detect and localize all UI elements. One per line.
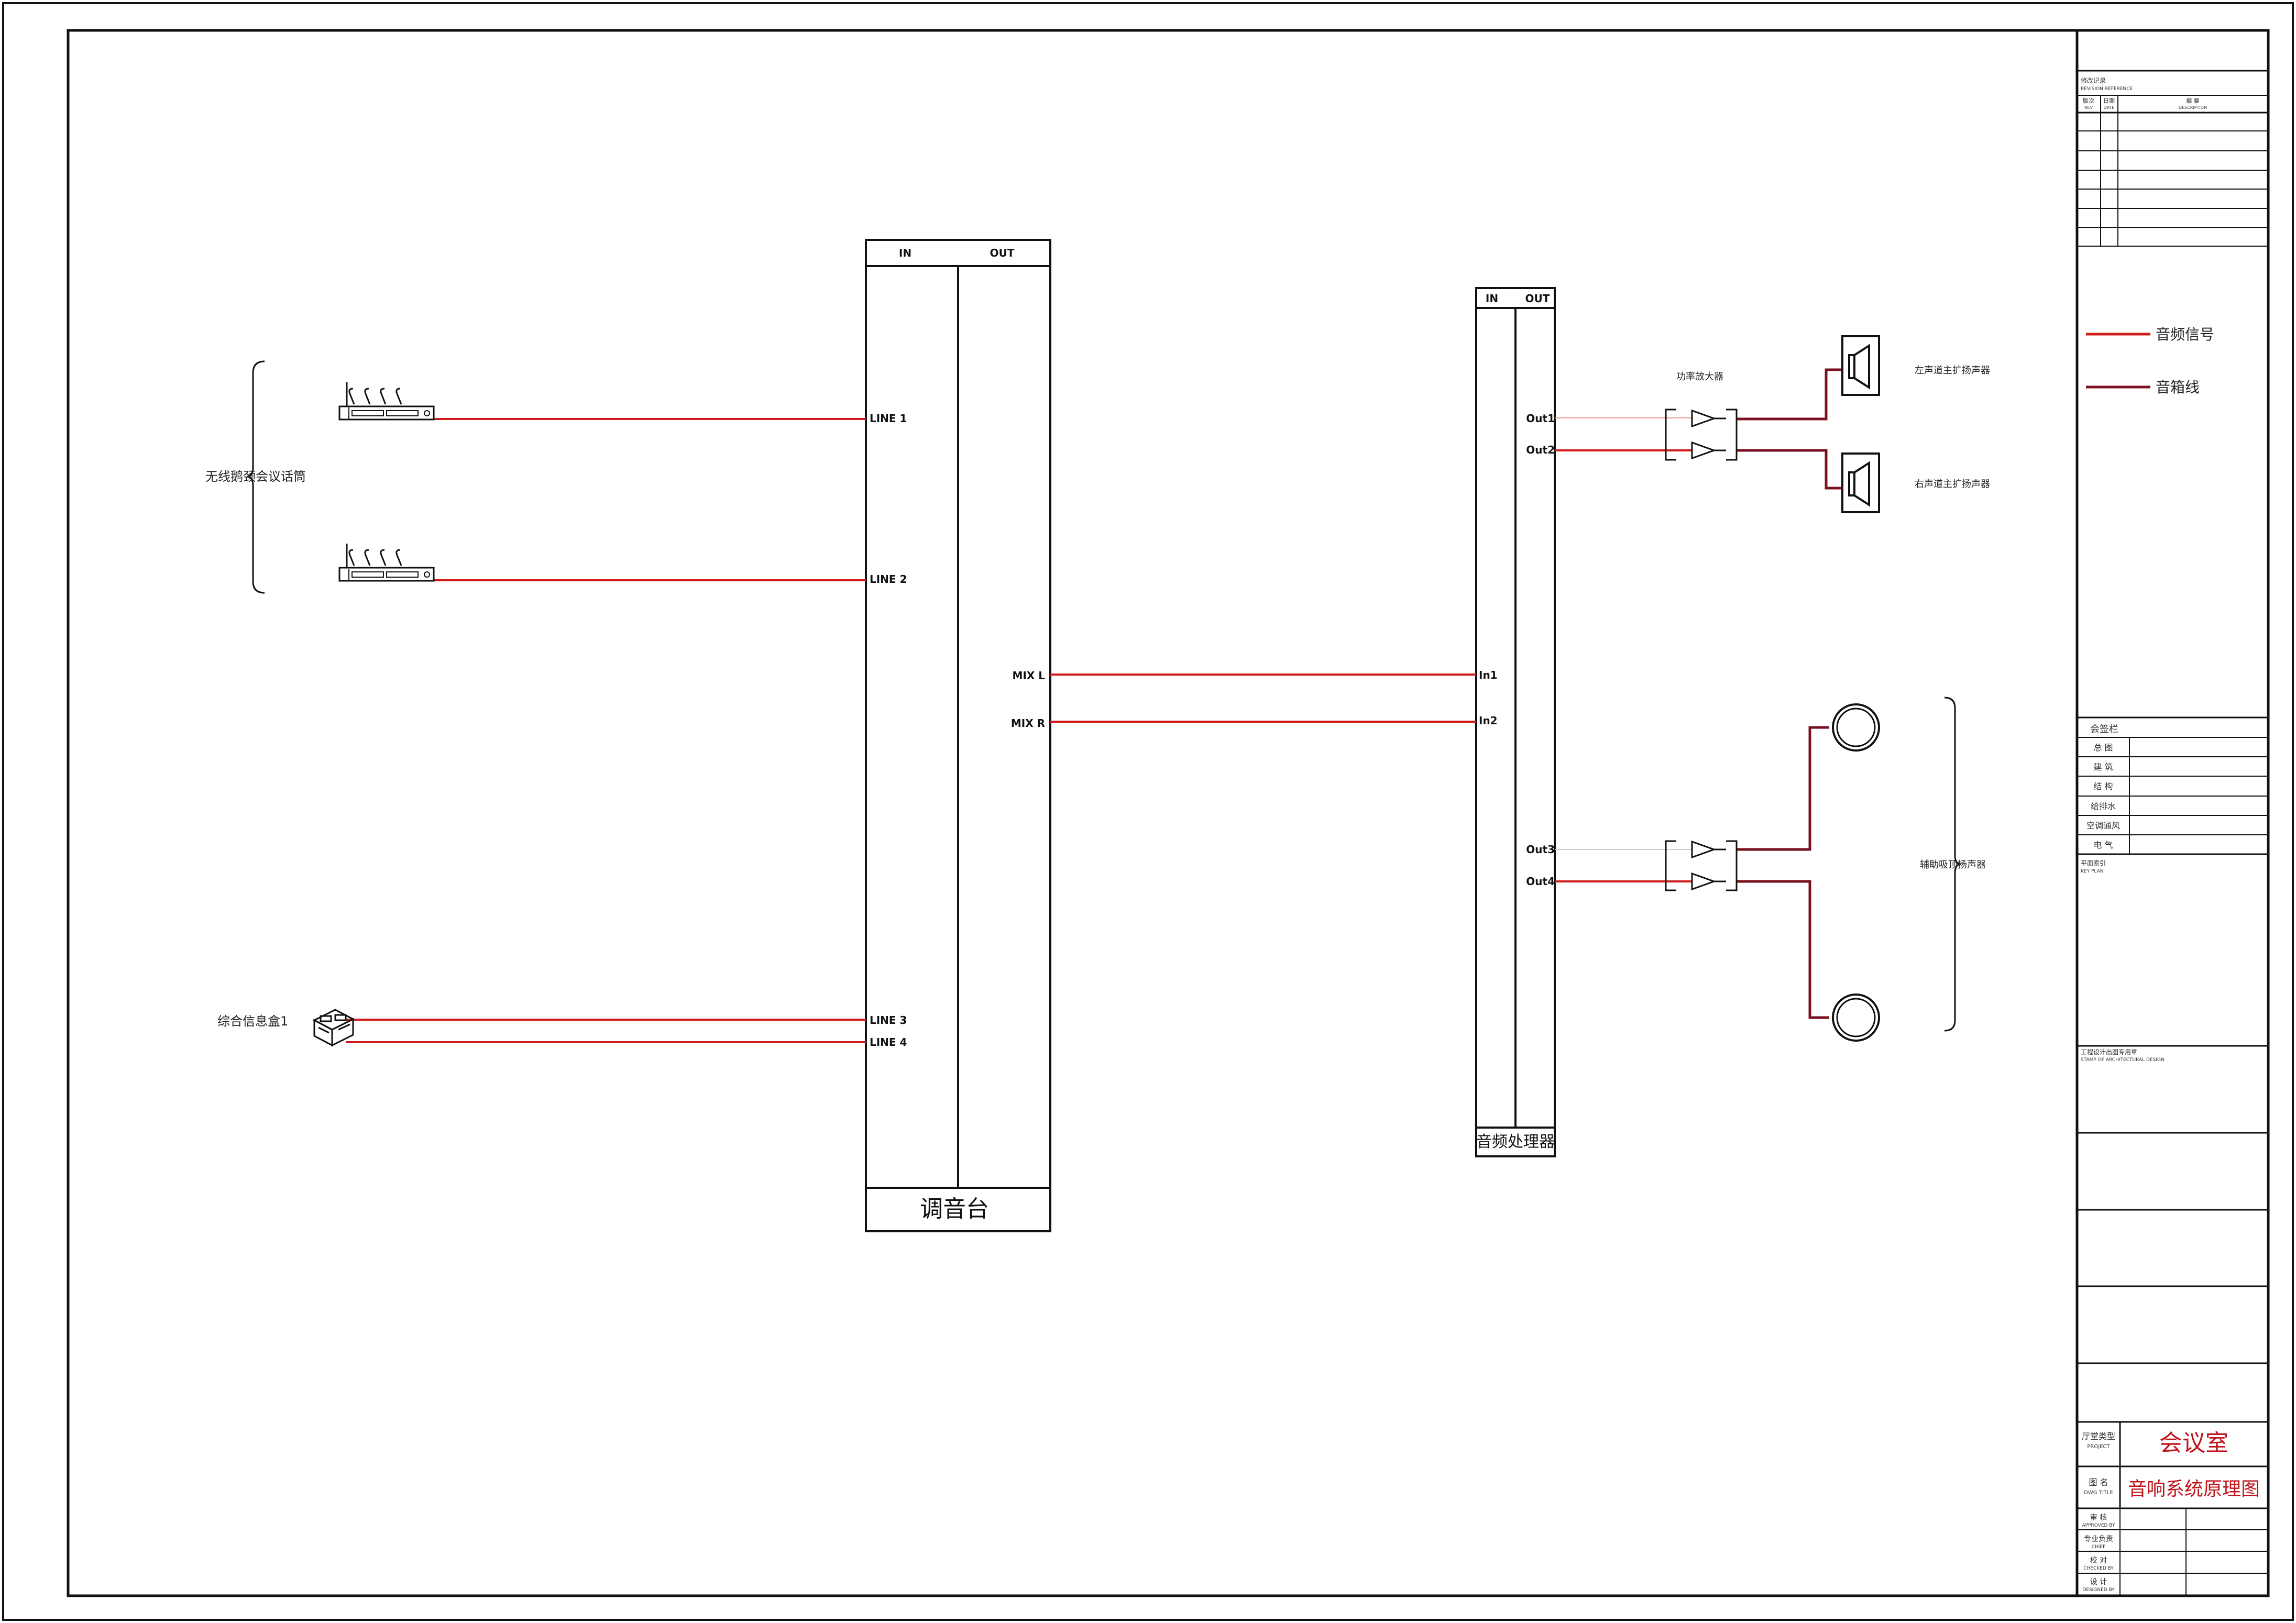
mixer-output-mixl: MIX L [1013,669,1046,682]
signoff-row-5: 空调通风 [2086,821,2120,831]
drawing-border [67,29,2270,1597]
speaker-right-main-icon[interactable] [1841,452,1880,513]
cable-right-main [1737,449,1842,490]
signoff-row-6: 电 气 [2093,840,2113,850]
info-box-icon[interactable] [312,1009,355,1047]
rev-col-date-cn: 日期 [2103,97,2115,104]
approval-2-cn: 专业负责 [2084,1535,2113,1543]
approval-2-en: CHIEF [2092,1544,2106,1550]
processor-output-out1: Out1 [1526,412,1555,425]
rev-col-desc-en: DESCRIPTION [2179,105,2207,110]
signoff-row-1: 总 图 [2093,743,2113,753]
ceiling-speaker-label: 辅助吸顶扬声器 [1920,859,1986,870]
mixer-block[interactable]: IN OUT 调音台 LINE 1 LINE 2 LINE 3 LINE 4 M… [865,239,1051,1232]
revision-table-rows [2077,95,2268,247]
cable-ceiling-bottom [1737,880,1829,1019]
processor-output-out3: Out3 [1526,843,1555,856]
cable-ceiling-top [1737,726,1829,851]
rev-col-rev-en: REV [2084,105,2093,110]
speaker-left-main-icon[interactable] [1841,335,1880,396]
wireless-mic-group-label: 无线鹅颈会议话筒 [205,469,306,484]
processor-title: 音频处理器 [1476,1133,1555,1151]
project-value: 会议室 [2159,1430,2228,1456]
dwg-label-cn: 图 名 [2089,1477,2108,1487]
mixer-out-header: OUT [990,247,1015,259]
rev-col-date-en: DATE [2104,105,2115,110]
amplifier-label: 功率放大器 [1676,371,1723,382]
processor-out-header: OUT [1525,292,1550,305]
dwg-label-en: DWG TITLE [2084,1490,2113,1496]
cable-left-main [1737,368,1842,421]
mixer-input-line2: LINE 2 [870,573,907,586]
speaker-left-main-label: 左声道主扩扬声器 [1915,365,1990,376]
mixer-input-line4: LINE 4 [870,1036,907,1048]
signoff-row-4: 给排水 [2091,801,2116,811]
ceiling-speaker-brace [1944,697,1962,1032]
mic-group-brace [246,360,265,594]
approval-1-en: APPROVED BY [2082,1523,2115,1528]
gooseneck-mic-icon [346,544,407,569]
info-box-label: 综合信息盒1 [217,1014,288,1029]
processor-in-header: IN [1486,292,1498,305]
processor-output-out2: Out2 [1526,444,1555,456]
gooseneck-mic-icon [346,382,407,407]
project-label-cn: 厅堂类型 [2082,1431,2115,1441]
signoff-row-2: 建 筑 [2093,762,2113,772]
mixer-input-line3: LINE 3 [870,1014,907,1026]
legend-speaker-cable-label: 音箱线 [2156,379,2200,396]
approval-4-en: DESIGNED BY [2082,1587,2115,1593]
ceiling-speaker-bottom-icon[interactable] [1832,993,1880,1042]
legend: 音频信号 音箱线 [2086,326,2214,396]
mixer-title: 调音台 [920,1196,989,1222]
mixer-in-header: IN [899,247,911,259]
mixer-output-mixr: MIX R [1011,717,1045,730]
signoff-table [2077,737,2268,855]
legend-audio-signal-label: 音频信号 [2156,326,2214,343]
approval-3-cn: 校 对 [2090,1556,2107,1565]
mixer-input-line1: LINE 1 [870,412,907,425]
audio-signal-lines [346,417,1692,1043]
revision-title-en: REVISION REFERENCE [2081,86,2133,92]
dwg-value: 音响系统原理图 [2128,1478,2260,1500]
key-plan-en: KEY PLAN [2081,869,2103,874]
rev-col-rev-cn: 版次 [2083,97,2094,104]
wireless-mic-receiver-1[interactable] [338,382,435,421]
approval-table [2077,1508,2268,1596]
amplifier-main[interactable] [1665,408,1738,461]
ceiling-speaker-top-icon[interactable] [1832,703,1880,752]
signoff-header: 会签栏 [2090,724,2118,735]
wireless-mic-receiver-2[interactable] [338,544,435,582]
processor-input-in2: In2 [1479,714,1498,727]
approval-1-cn: 审 核 [2090,1514,2107,1522]
amplifier-ceiling[interactable] [1665,840,1738,891]
speaker-right-main-label: 右声道主扩扬声器 [1915,479,1990,490]
processor-block[interactable]: IN OUT 音频处理器 In1 In2 Out1 Out2 Out3 Out4 [1475,287,1556,1157]
approval-4-cn: 设 计 [2090,1578,2107,1586]
title-block: 修改记录 REVISION REFERENCE 版次 REV 日期 DATE 摘… [2075,29,2270,1597]
processor-input-in1: In1 [1479,669,1498,681]
rev-col-desc-cn: 摘 要 [2186,97,2200,104]
processor-output-out4: Out4 [1526,875,1555,888]
revision-title-cn: 修改记录 [2081,76,2106,84]
key-plan-cn: 平面索引 [2081,859,2106,867]
stamp-en: STAMP OF ARCHITECTURAL DESIGN [2081,1057,2165,1063]
speaker-cable-lines [1737,368,1842,1019]
approval-3-en: CHECKED BY [2083,1566,2114,1571]
project-label-en: PROJECT [2087,1444,2110,1450]
stamp-cn: 工程设计出图专用章 [2081,1048,2137,1056]
signoff-row-3: 结 构 [2093,781,2113,791]
